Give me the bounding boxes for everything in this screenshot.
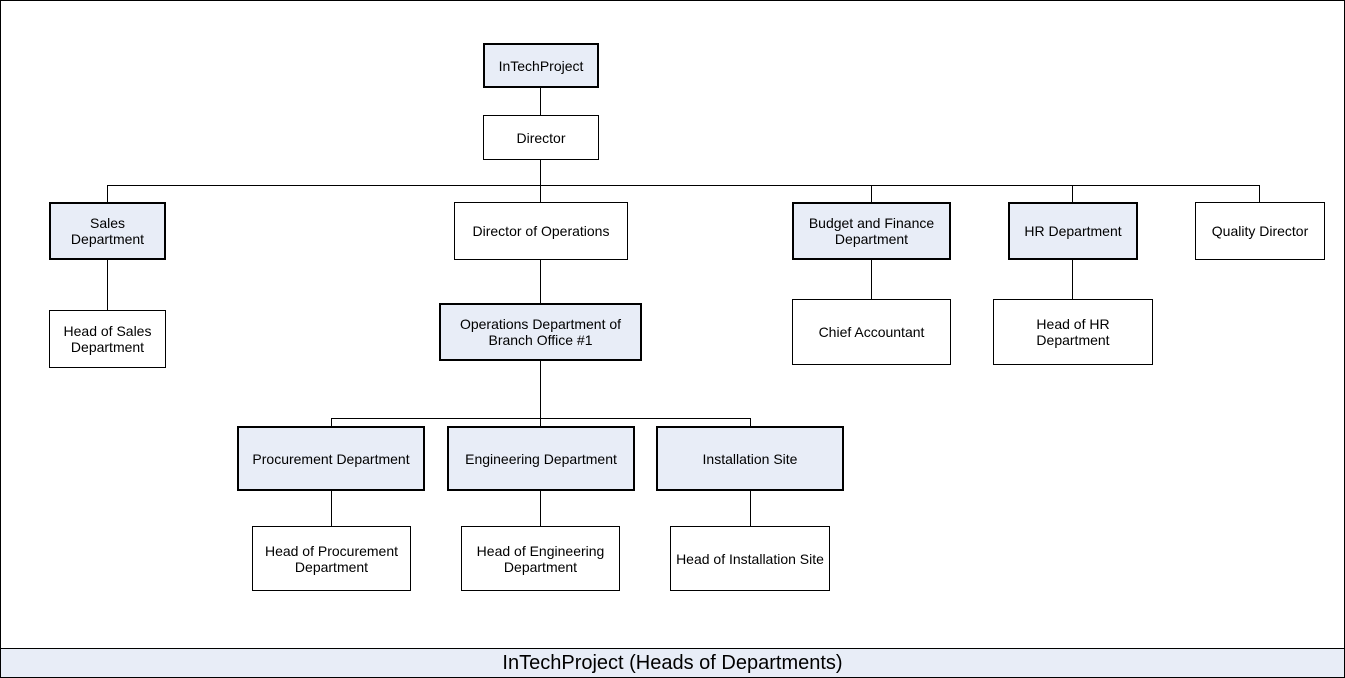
node-sales-department: Sales Department — [49, 202, 166, 260]
node-hr-department: HR Department — [1008, 202, 1138, 260]
node-director-of-operations: Director of Operations — [454, 202, 628, 260]
node-head-of-procurement: Head of Procurement Department — [252, 526, 411, 591]
node-quality-director: Quality Director — [1195, 202, 1325, 260]
node-head-of-engineering: Head of Engineering Department — [461, 526, 620, 591]
node-engineering-department: Engineering Department — [447, 426, 635, 491]
node-head-of-hr: Head of HR Department — [993, 299, 1153, 365]
node-head-of-sales: Head of Sales Department — [49, 310, 166, 368]
node-installation-site: Installation Site — [656, 426, 844, 491]
diagram-footer-title: InTechProject (Heads of Departments) — [1, 648, 1344, 677]
node-intechproject: InTechProject — [483, 43, 599, 88]
node-operations-department: Operations Department of Branch Office #… — [439, 303, 642, 361]
node-chief-accountant: Chief Accountant — [792, 299, 951, 365]
node-procurement-department: Procurement Department — [237, 426, 425, 491]
node-budget-finance-department: Budget and Finance Department — [792, 202, 951, 260]
node-director: Director — [483, 115, 599, 160]
node-head-of-installation: Head of Installation Site — [670, 526, 830, 591]
